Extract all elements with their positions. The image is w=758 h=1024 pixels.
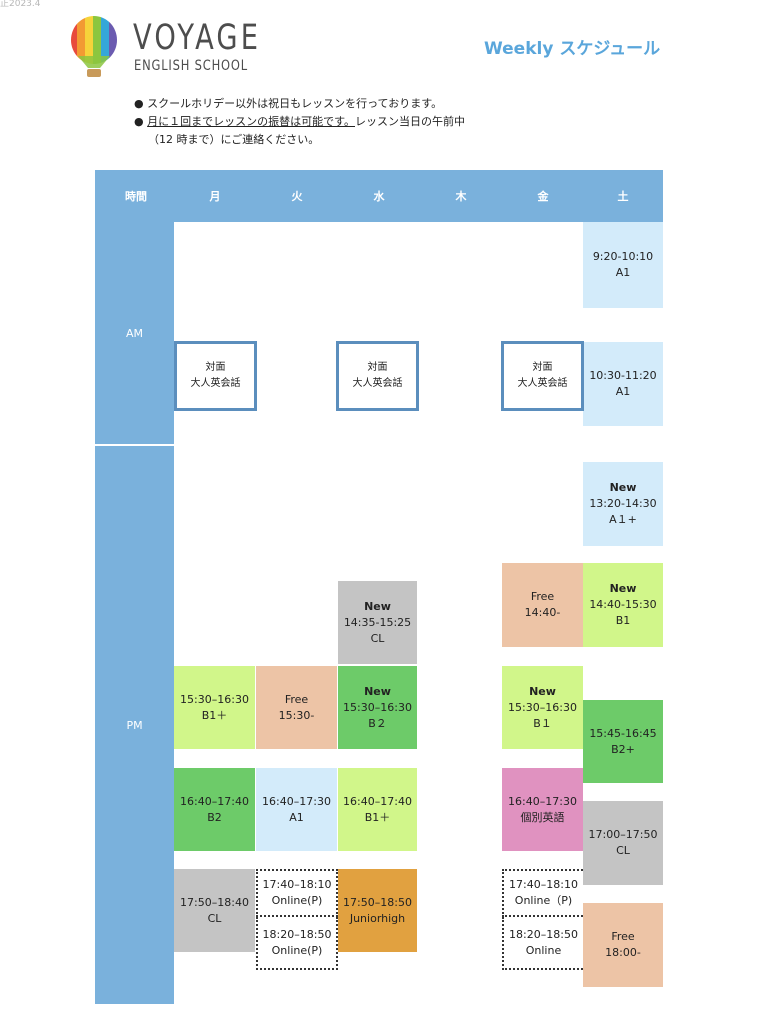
notes: ● スクールホリデー以外は祝日もレッスンを行っております。 ● 月に１回までレッ… <box>134 95 465 149</box>
period-am: AM <box>95 222 174 444</box>
header-sat: 土 <box>617 190 629 203</box>
lesson-fri-am: 対面大人英会話 <box>501 341 584 411</box>
schedule-header <box>95 170 663 222</box>
bullet-icon: ● <box>134 115 144 128</box>
note-3: （12 時まで）にご連絡ください。 <box>148 133 320 146</box>
header-mon: 月 <box>209 190 221 203</box>
balloon-logo-icon <box>71 16 117 77</box>
lesson-mon-am: 対面大人英会話 <box>174 341 257 411</box>
brand-name: VOYAGE <box>133 18 262 58</box>
brand-subtitle: ENGLISH SCHOOL <box>134 58 248 74</box>
period-pm: PM <box>95 446 174 1004</box>
header-tue: 火 <box>291 190 303 203</box>
bullet-icon: ● <box>134 97 144 110</box>
header-thu: 木 <box>455 190 467 203</box>
header-wed: 水 <box>373 190 385 203</box>
note-1: ● スクールホリデー以外は祝日もレッスンを行っております。 <box>134 97 443 110</box>
page-title: Weekly スケジュール <box>484 39 661 59</box>
header-fri: 金 <box>537 190 549 203</box>
note-2: ● 月に１回までレッスンの振替は可能です。レッスン当日の午前中 <box>134 115 466 128</box>
lesson-wed-am: 対面大人英会話 <box>336 341 419 411</box>
corner-mark: 正2023.4 <box>0 0 41 9</box>
header-time: 時間 <box>125 190 147 203</box>
